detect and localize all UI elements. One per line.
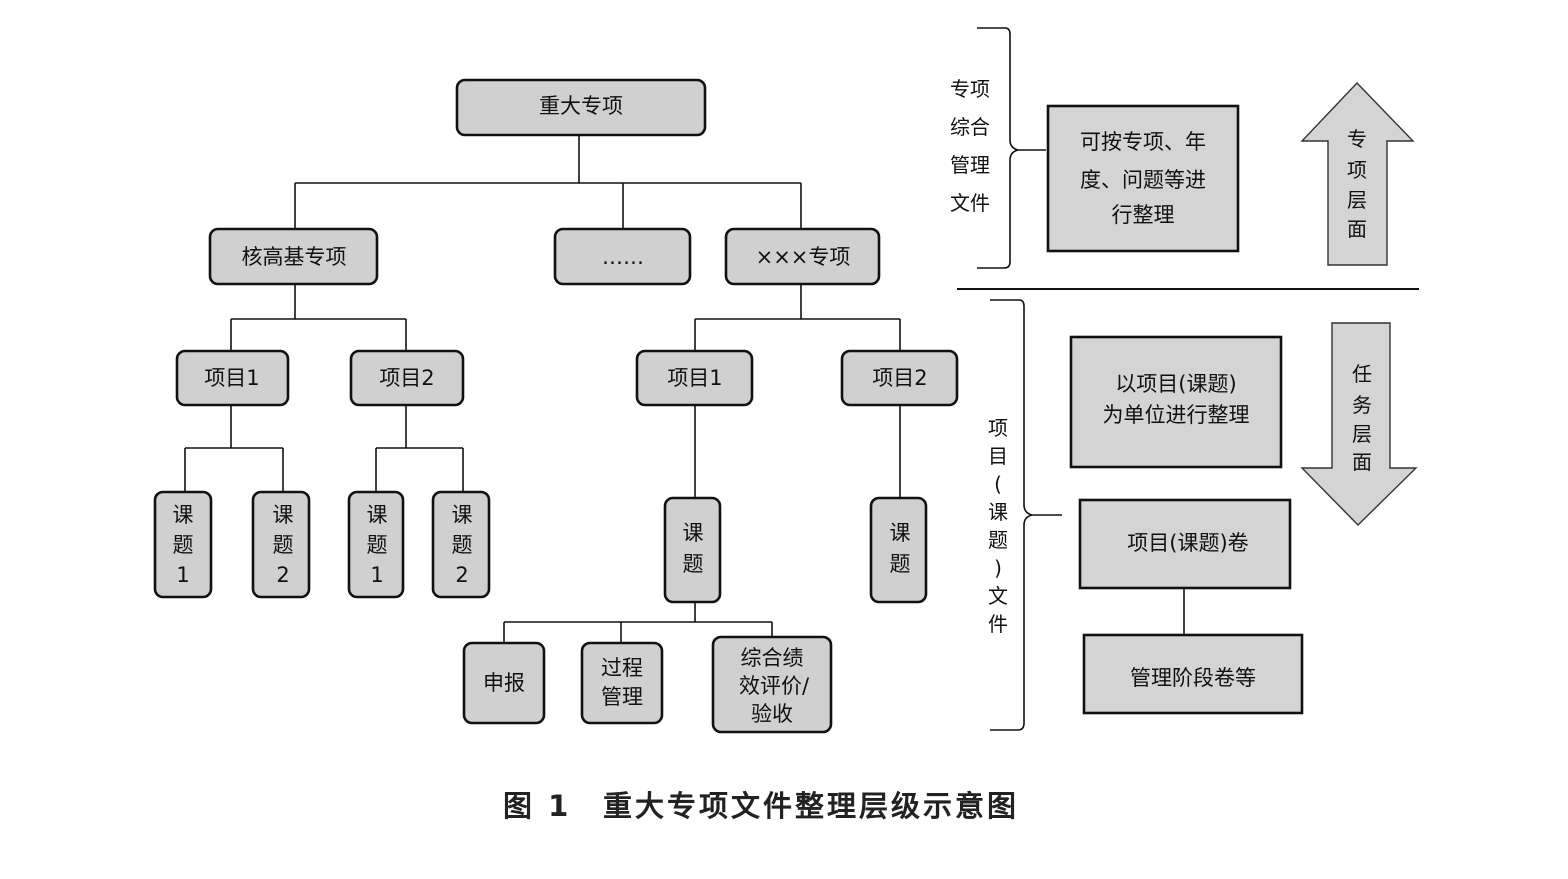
down-arrow-icon <box>1300 322 1418 526</box>
node-label: 过程 <box>601 656 643 680</box>
node-stage-process: 过程 管理 <box>580 641 664 725</box>
up-arrow-icon <box>1300 81 1415 266</box>
brace-label-line: 专项 <box>950 77 990 101</box>
node-label: 项目2 <box>379 366 434 390</box>
node-right-topic-2: 课 题 <box>869 496 928 604</box>
brace-label-line: 题 <box>988 528 1008 552</box>
node-label: 综合绩 <box>741 646 804 670</box>
figure-number: 图 1 <box>503 789 571 823</box>
arrow-label-char: 层 <box>1352 422 1372 446</box>
node-root: 重大专项 <box>455 78 707 137</box>
node-stage-application: 申报 <box>462 641 546 725</box>
node-label: 管理 <box>601 685 643 709</box>
node-label: 题 <box>273 533 294 557</box>
upper-brace <box>977 27 1046 269</box>
figure-title: 重大专项文件整理层级示意图 <box>603 789 1019 823</box>
up-arrow: 专 项 层 面 <box>1300 81 1415 266</box>
node-label: 课 <box>273 503 294 527</box>
arrow-label-char: 务 <box>1352 393 1372 417</box>
box-text-line: 为单位进行整理 <box>1103 403 1250 427</box>
arrow-label-char: 专 <box>1347 127 1367 151</box>
brace-label-line: 项 <box>988 416 1008 440</box>
node-label: 课 <box>173 503 194 527</box>
node-label: 项目1 <box>667 366 722 390</box>
node-label: 1 <box>370 563 383 587</box>
box-text-line: 项目(课题)卷 <box>1127 531 1248 555</box>
lower-brace-label: 项 目 ( 课 题 ) 文 件 <box>988 416 1008 636</box>
brace-label-line: 管理 <box>950 153 990 177</box>
lower-box-1: 以项目(课题) 为单位进行整理 <box>1069 335 1283 469</box>
node-label: 课 <box>367 503 388 527</box>
node-left-project-2: 项目2 <box>349 349 465 407</box>
brace-label-line: 件 <box>988 612 1008 636</box>
node-label: 题 <box>173 533 194 557</box>
arrow-label-char: 层 <box>1347 188 1367 212</box>
brace-label-line: ( <box>994 472 1002 496</box>
box-text-line: 可按专项、年 <box>1080 130 1206 154</box>
node-label: 题 <box>367 533 388 557</box>
node-xxx: ×××专项 <box>724 227 881 286</box>
node-label: 效评价/ <box>739 674 810 698</box>
node-left-topic-3: 课 题 1 <box>347 490 405 599</box>
brace-label-line: 文件 <box>950 191 990 215</box>
upper-box: 可按专项、年 度、问题等进 行整理 <box>1046 104 1240 253</box>
node-label: 2 <box>276 563 289 587</box>
node-label: 验收 <box>751 702 793 726</box>
tree-connectors <box>184 135 901 643</box>
node-label: 项目2 <box>872 366 927 390</box>
node-left-topic-4: 课 题 2 <box>431 490 491 599</box>
node-hegaoji: 核高基专项 <box>208 227 379 286</box>
node-stage-evaluation: 综合绩 效评价/ 验收 <box>711 635 833 734</box>
node-label: 课 <box>683 521 704 545</box>
node-label: 1 <box>176 563 189 587</box>
node-label: ×××专项 <box>756 245 851 269</box>
node-ellipsis: …… <box>553 227 692 286</box>
box-text-line: 度、问题等进 <box>1080 168 1206 192</box>
node-label: 课 <box>452 503 473 527</box>
node-left-topic-1: 课 题 1 <box>153 490 213 599</box>
box-text-line: 行整理 <box>1112 203 1175 227</box>
arrow-label-char: 面 <box>1347 217 1367 241</box>
node-label: …… <box>602 245 644 269</box>
upper-brace-label: 专项 综合 管理 文件 <box>950 77 990 215</box>
arrow-label-char: 项 <box>1347 158 1367 182</box>
arrow-label-char: 面 <box>1352 450 1372 474</box>
node-label: 2 <box>455 563 468 587</box>
arrow-label-char: 任 <box>1352 362 1372 386</box>
lower-box-2: 项目(课题)卷 <box>1078 498 1292 590</box>
brace-label-line: 目 <box>988 444 1008 468</box>
node-right-project-1: 项目1 <box>635 349 754 407</box>
node-label: 项目1 <box>204 366 259 390</box>
node-label: 核高基专项 <box>242 245 347 269</box>
node-label: 题 <box>683 552 704 576</box>
node-label: 申报 <box>483 671 525 695</box>
brace-label-line: ) <box>994 556 1002 580</box>
node-label: 题 <box>452 533 473 557</box>
node-left-project-1: 项目1 <box>175 349 290 407</box>
down-arrow: 任 务 层 面 <box>1300 322 1418 526</box>
node-label: 题 <box>890 552 911 576</box>
brace-label-line: 综合 <box>950 115 990 139</box>
brace-label-line: 文 <box>988 584 1008 608</box>
box-text-line: 以项目(课题) <box>1115 372 1236 396</box>
brace-label-line: 课 <box>988 500 1008 524</box>
node-label: 重大专项 <box>539 94 623 118</box>
node-left-topic-2: 课 题 2 <box>251 490 311 599</box>
lower-box-3: 管理阶段卷等 <box>1082 633 1304 715</box>
node-right-project-2: 项目2 <box>840 349 959 407</box>
box-text-line: 管理阶段卷等 <box>1130 666 1256 690</box>
figure-caption: 图 1 重大专项文件整理层级示意图 <box>503 789 1019 823</box>
node-label: 课 <box>890 521 911 545</box>
node-right-topic-1: 课 题 <box>663 496 722 604</box>
lower-brace <box>990 299 1062 731</box>
